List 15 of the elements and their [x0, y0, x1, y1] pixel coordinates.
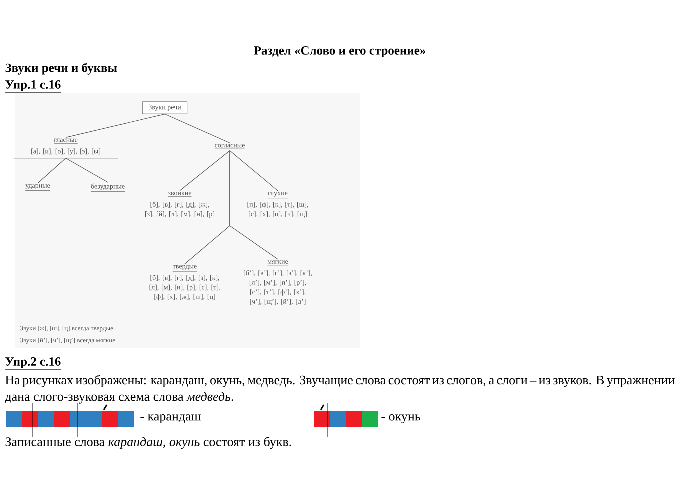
word-label: - карандаш [140, 414, 202, 424]
tree-line [38, 158, 66, 184]
tree-line [66, 114, 166, 138]
tree-line [66, 158, 108, 183]
tree-line [180, 150, 230, 192]
tree-line [164, 114, 230, 144]
paragraph: На рисунках изображены: карандаш, окунь, медведь. Звучащие слова состоят из слогов, а слоги – из звуков. В упражнении дана слого-звуковая схема слова медведь. [5, 375, 675, 404]
paragraph: Записанные слова карандаш, окунь состоят из букв. [6, 436, 292, 450]
heading: Раздел «Слово и его строение» [254, 46, 426, 58]
heading: Упр.1 с.16 [5, 80, 62, 94]
word-label: - окунь [382, 414, 420, 424]
heading: Звуки речи и буквы [6, 63, 118, 75]
heading: Упр.2 с.16 [5, 358, 62, 370]
tree-line [230, 150, 278, 192]
tree-line [230, 150, 278, 260]
